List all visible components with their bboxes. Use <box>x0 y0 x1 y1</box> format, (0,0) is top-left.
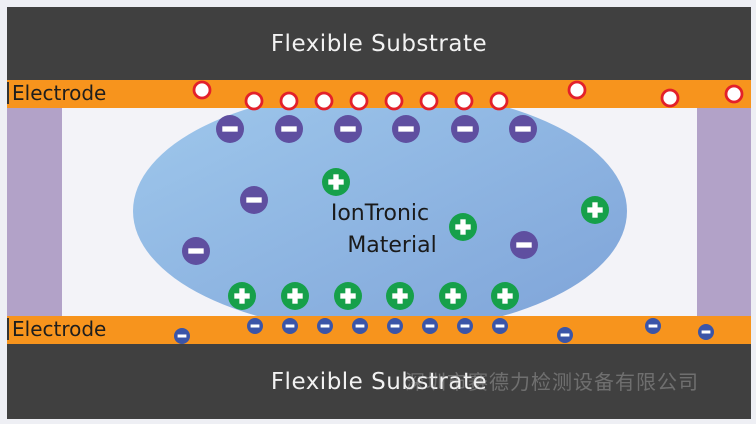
bottom-substrate-label: Flexible Substrate <box>270 368 488 395</box>
material-cation-icon <box>449 213 477 241</box>
electrode-cation-icon <box>567 80 587 100</box>
electrode-cation-icon <box>349 91 369 111</box>
electrode-anion-icon <box>282 318 298 334</box>
watermark: 深圳市赛德力检测设备有限公司 <box>405 370 699 394</box>
electrode-cation-icon <box>489 91 509 111</box>
electrode-cation-icon <box>660 88 680 108</box>
material-cation-icon <box>322 168 350 196</box>
material-anion-icon <box>334 115 362 143</box>
right-spacer <box>697 108 751 316</box>
electrode-anion-icon <box>645 318 661 334</box>
electrode-cation-icon <box>192 80 212 100</box>
top-flexible-substrate: Flexible Substrate <box>7 7 751 80</box>
electrode-anion-icon <box>698 324 714 340</box>
material-cation-icon <box>386 282 414 310</box>
material-anion-icon <box>240 186 268 214</box>
electrode-anion-icon <box>247 318 263 334</box>
material-anion-icon <box>392 115 420 143</box>
bottom-electrode: Electrode <box>7 316 751 344</box>
ion-layer <box>174 80 744 344</box>
material-anion-icon <box>451 115 479 143</box>
material-cation-icon <box>581 196 609 224</box>
material-anion-icon <box>275 115 303 143</box>
top-substrate-label: Flexible Substrate <box>270 30 488 57</box>
material-label-line2: Material <box>347 233 436 258</box>
electrode-cation-icon <box>419 91 439 111</box>
electrode-anion-icon <box>352 318 368 334</box>
material-anion-icon <box>509 115 537 143</box>
top-electrode-label: Electrode <box>7 82 106 104</box>
material-cation-icon <box>281 282 309 310</box>
electrode-anion-icon <box>387 318 403 334</box>
material-cation-icon <box>334 282 362 310</box>
left-spacer <box>7 108 62 316</box>
electrode-cation-icon <box>279 91 299 111</box>
electrode-cation-icon <box>314 91 334 111</box>
electrode-anion-icon <box>317 318 333 334</box>
bottom-flexible-substrate: Flexible Substrate <box>7 344 751 419</box>
electrode-anion-icon <box>422 318 438 334</box>
electrode-cation-icon <box>384 91 404 111</box>
iontronic-material <box>133 108 627 316</box>
diagram-frame: Flexible Substrate Electrode Electrode F… <box>7 7 751 419</box>
material-anion-icon <box>510 231 538 259</box>
electrode-anion-icon <box>557 327 573 343</box>
material-cation-icon <box>228 282 256 310</box>
material-anion-icon <box>216 115 244 143</box>
electrode-anion-icon <box>457 318 473 334</box>
top-electrode: Electrode <box>7 80 751 108</box>
bottom-electrode-label: Electrode <box>7 318 106 340</box>
electrode-anion-icon <box>174 328 190 344</box>
electrode-cation-icon <box>724 84 744 104</box>
electrode-cation-icon <box>454 91 474 111</box>
electrode-anion-icon <box>492 318 508 334</box>
material-label-line1: IonTronic <box>331 201 429 226</box>
material-anion-icon <box>182 237 210 265</box>
material-cation-icon <box>439 282 467 310</box>
electrode-cation-icon <box>244 91 264 111</box>
material-cation-icon <box>491 282 519 310</box>
ion-diagram: IonTronic Material <box>133 80 744 344</box>
